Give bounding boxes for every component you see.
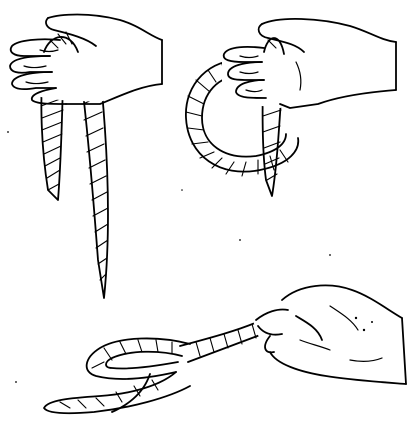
rope-pull-strand bbox=[180, 320, 268, 362]
rope-knot bbox=[44, 338, 190, 413]
panel-3 bbox=[44, 285, 406, 413]
panel-1 bbox=[10, 15, 162, 299]
hand-pulling bbox=[252, 285, 406, 384]
panel-2 bbox=[186, 19, 396, 196]
hand-left bbox=[10, 15, 162, 105]
hand-right bbox=[222, 19, 396, 108]
